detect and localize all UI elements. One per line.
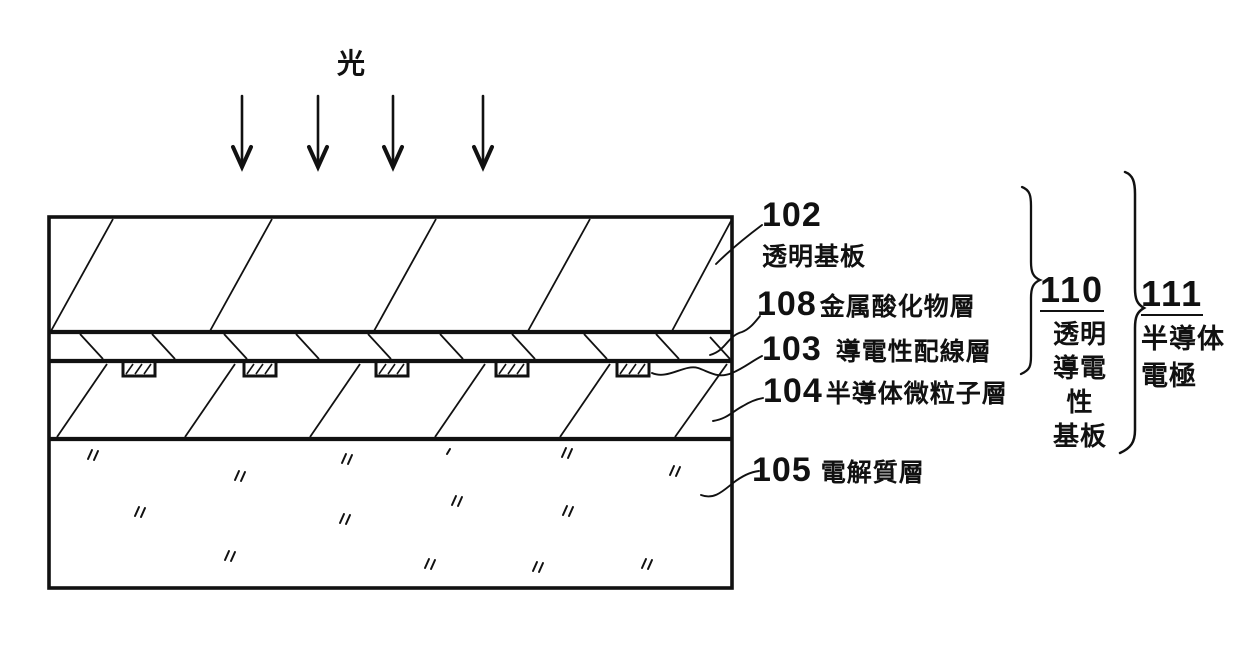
layer-102-hatch <box>50 218 732 332</box>
group-111-number: 111 <box>1141 273 1204 316</box>
group-110-name-line: 透明 <box>1052 319 1107 349</box>
light-arrows <box>231 94 494 172</box>
callout-105-name: 電解質層 <box>820 459 925 487</box>
layer-104-hatch <box>56 363 728 438</box>
callout-102: 102 透明基板 <box>762 198 866 272</box>
group-111-name-line: 電極 <box>1141 361 1197 391</box>
brace-110 <box>1019 185 1043 376</box>
callout-104-number: 104 <box>763 372 823 410</box>
layer-108-hatch <box>79 333 731 360</box>
brace-111 <box>1118 170 1147 455</box>
callout-103-number: 103 <box>762 330 822 368</box>
leader-105 <box>700 470 760 498</box>
callout-103-name: 導電性配線層 <box>835 338 992 366</box>
group-braces <box>1019 170 1147 455</box>
callout-102-name: 透明基板 <box>762 243 867 271</box>
callout-103: 103 導電性配線層 <box>762 332 992 367</box>
callout-108-name: 金属酸化物層 <box>819 293 976 321</box>
leader-102 <box>715 224 763 265</box>
layer-105-marks <box>87 447 681 573</box>
leader-108 <box>709 315 761 356</box>
callout-105: 105 電解質層 <box>752 453 925 488</box>
group-110-number: 110 <box>1040 269 1105 312</box>
callout-104-name: 半導体微粒子層 <box>825 380 1008 408</box>
layer-103-wiring-segments <box>121 359 651 378</box>
callout-104: 104 半導体微粒子層 <box>763 374 1008 409</box>
group-callout-110: 110 透明 導電性 基板 <box>1040 272 1120 453</box>
callout-108: 108 金属酸化物層 <box>757 287 976 322</box>
group-110-name-line: 導電性 <box>1052 353 1107 417</box>
callout-105-number: 105 <box>752 451 812 489</box>
group-callout-111: 111 半導体 電極 <box>1141 276 1225 395</box>
callout-108-number: 108 <box>757 285 817 323</box>
group-110-name-line: 基板 <box>1052 421 1107 451</box>
light-label: 光 <box>337 48 368 79</box>
group-111-name-line: 半導体 <box>1141 324 1225 354</box>
layer-stack-outline <box>47 215 734 590</box>
callout-leader-lines <box>651 224 764 498</box>
leader-104 <box>712 397 764 422</box>
leader-103 <box>651 355 763 377</box>
callout-102-number: 102 <box>762 196 822 234</box>
